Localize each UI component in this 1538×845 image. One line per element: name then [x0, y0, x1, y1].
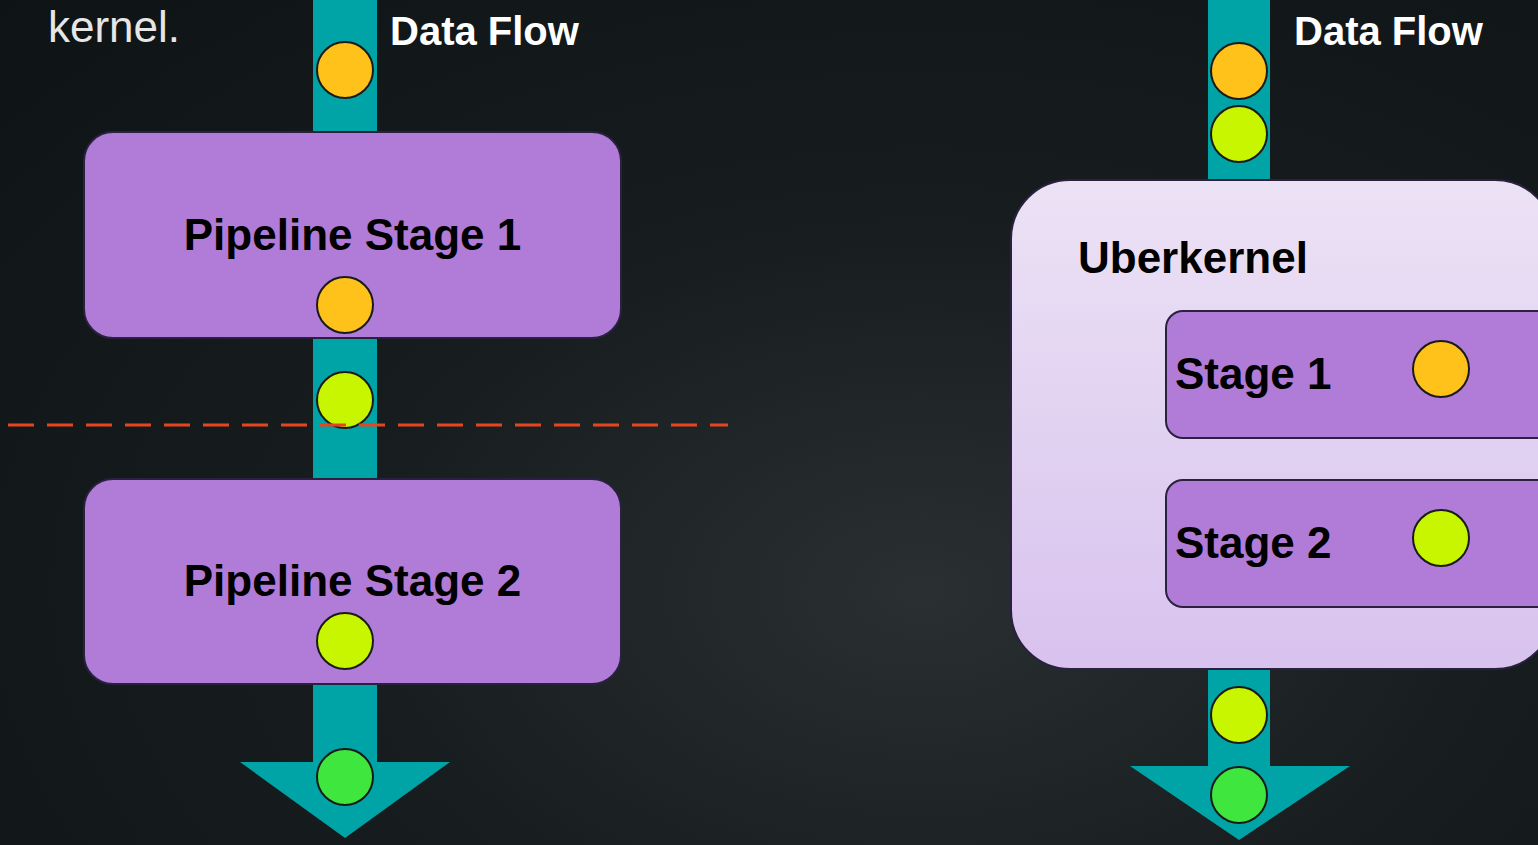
- flow-arrowhead: [1130, 766, 1350, 840]
- data-token: [317, 42, 373, 98]
- data-token: [317, 749, 373, 805]
- flow-band: [313, 0, 377, 140]
- stage-box: Stage 1: [1165, 310, 1538, 439]
- flow-band: [1208, 660, 1270, 768]
- data-token: [317, 277, 373, 333]
- node-label: Pipeline Stage 1: [184, 210, 521, 261]
- flow-label: Data Flow: [1294, 8, 1483, 54]
- data-token: [1211, 106, 1267, 162]
- data-token: [1211, 43, 1267, 99]
- process-box: Pipeline Stage 1: [83, 131, 622, 339]
- flow-band: [313, 676, 377, 764]
- stage-box: Stage 2: [1165, 479, 1538, 608]
- data-token: [1211, 767, 1267, 823]
- flow-connector: [313, 339, 377, 478]
- node-label: Stage 2: [1175, 518, 1332, 569]
- node-label: Pipeline Stage 2: [184, 556, 521, 607]
- data-token: [1413, 510, 1469, 566]
- flow-arrowhead: [240, 762, 450, 838]
- data-token: [1413, 341, 1469, 397]
- node-label: Uberkernel: [1078, 233, 1308, 284]
- flow-label: Data Flow: [390, 8, 579, 54]
- process-box: Pipeline Stage 2: [83, 478, 622, 685]
- data-token: [317, 613, 373, 669]
- slide-text: kernel.: [48, 2, 180, 53]
- container-box: UberkernelStage 1 Stage 2: [1010, 179, 1538, 670]
- flow-band: [1208, 0, 1270, 190]
- kernel-boundary: [8, 424, 728, 427]
- node-label: Stage 1: [1175, 349, 1332, 400]
- data-token: [1211, 687, 1267, 743]
- data-token: [317, 372, 373, 428]
